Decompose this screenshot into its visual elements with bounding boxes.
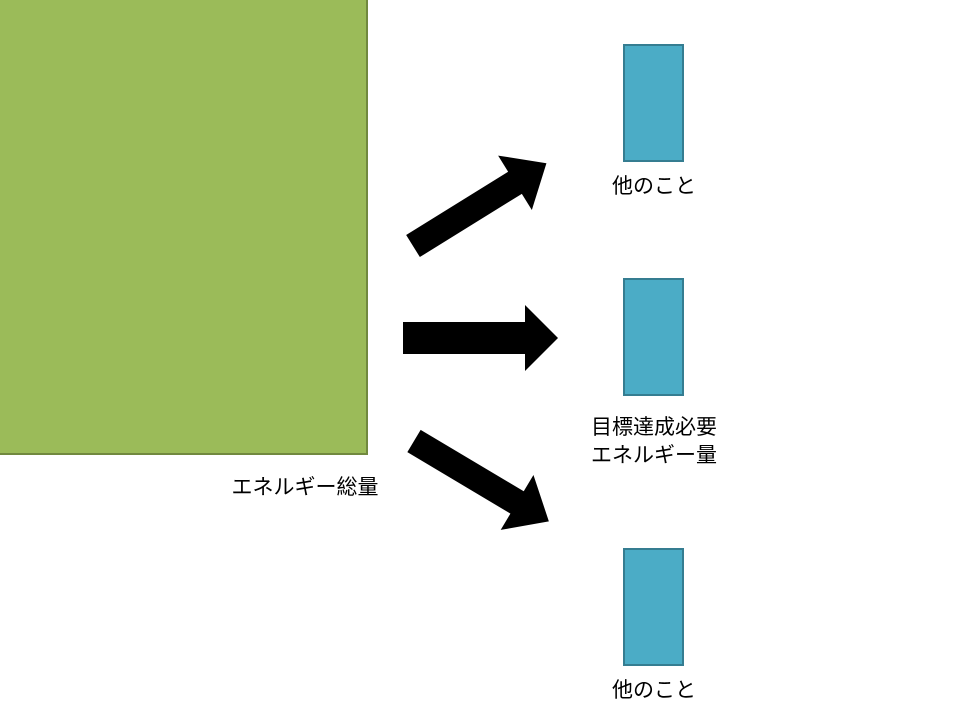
other-label-bottom: 他のこと [612,678,696,702]
arrow-right [403,305,558,371]
goal-energy-block [623,278,684,396]
total-energy-label: エネルギー総量 [231,475,379,499]
other-label-top: 他のこと [612,174,696,198]
goal-energy-label-line2: エネルギー量 [591,443,717,467]
arrow-up-right [406,155,547,258]
other-block-top [623,44,684,162]
other-block-bottom [623,548,684,666]
arrow-down-right [407,429,549,530]
goal-energy-label: 目標達成必要 エネルギー量 [591,413,717,469]
goal-energy-label-line1: 目標達成必要 [591,415,717,439]
total-energy-block [0,0,368,455]
